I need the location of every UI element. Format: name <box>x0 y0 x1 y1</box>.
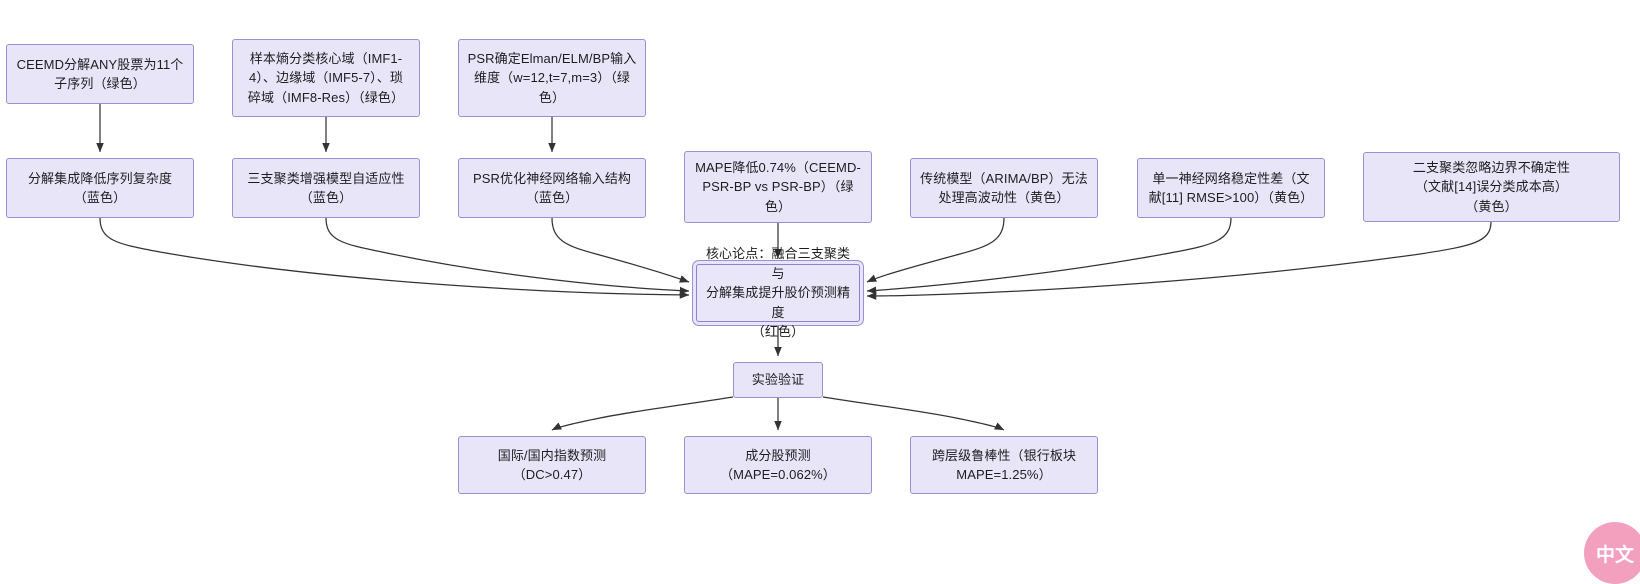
node-label: 传统模型（ARIMA/BP）无法 处理高波动性（黄色） <box>920 170 1088 206</box>
node-experimental-validation[interactable]: 实验验证 <box>733 362 823 398</box>
edge-n5-core <box>325 217 690 295</box>
node-label: 实验验证 <box>751 372 805 388</box>
edge-n10-core <box>866 221 1492 300</box>
node-psr-input-dimension[interactable]: PSR确定Elman/ELM/BP输入 维度（w=12,t=7,m=3）（绿 色… <box>458 39 646 117</box>
node-result-cross-level-robustness[interactable]: 跨层级鲁棒性（银行板块 MAPE=1.25%） <box>910 436 1098 494</box>
edge-exp-r1 <box>551 396 734 431</box>
node-label: 分解集成降低序列复杂度 （蓝色） <box>27 170 173 206</box>
edge-exp-r3 <box>822 396 1005 431</box>
edge-n6-core <box>551 217 690 283</box>
node-label: 样本熵分类核心域（IMF1- 4）、边缘域（IMF5-7）、琐 碎域（IMF8-… <box>247 50 405 105</box>
node-ceemd-decomposition[interactable]: CEEMD分解ANY股票为11个 子序列（绿色） <box>6 44 194 104</box>
edge-n4-core <box>99 217 690 299</box>
node-psr-optimizes-network-input[interactable]: PSR优化神经网络输入结构 （蓝色） <box>458 158 646 218</box>
node-two-way-clustering-boundary[interactable]: 二支聚类忽略边界不确定性 （文献[14]误分类成本高） （黄色） <box>1363 152 1620 222</box>
node-label: 单一神经网络稳定性差（文 献[11] RMSE>100）（黄色） <box>1148 170 1314 206</box>
node-label: 三支聚类增强模型自适应性 （蓝色） <box>247 170 405 206</box>
node-single-network-instability[interactable]: 单一神经网络稳定性差（文 献[11] RMSE>100）（黄色） <box>1137 158 1325 218</box>
node-sample-entropy-classification[interactable]: 样本熵分类核心域（IMF1- 4）、边缘域（IMF5-7）、琐 碎域（IMF8-… <box>232 39 420 117</box>
node-result-index-forecast[interactable]: 国际/国内指数预测 （DC>0.47） <box>458 436 646 494</box>
watermark-text: 中文 <box>1595 544 1634 566</box>
node-core-claim[interactable]: 核心论点：融合三支聚类与 分解集成提升股价预测精度 （红色） <box>696 246 860 339</box>
edge-n8-core <box>866 217 1005 283</box>
node-label: 核心论点：融合三支聚类与 分解集成提升股价预测精度 （红色） <box>705 246 851 340</box>
node-label: CEEMD分解ANY股票为11个 子序列（绿色） <box>16 56 184 92</box>
node-label: 国际/国内指数预测 （DC>0.47） <box>497 447 607 483</box>
node-decomposition-reduces-complexity[interactable]: 分解集成降低序列复杂度 （蓝色） <box>6 158 194 218</box>
watermark-badge: 中文 <box>1584 522 1640 584</box>
node-label: 成分股预测 （MAPE=0.062%） <box>720 447 836 483</box>
node-result-constituent-stock-forecast[interactable]: 成分股预测 （MAPE=0.062%） <box>684 436 872 494</box>
node-label: 二支聚类忽略边界不确定性 （文献[14]误分类成本高） （黄色） <box>1412 159 1571 214</box>
node-traditional-model-limitation[interactable]: 传统模型（ARIMA/BP）无法 处理高波动性（黄色） <box>910 158 1098 218</box>
node-label: PSR确定Elman/ELM/BP输入 维度（w=12,t=7,m=3）（绿 色… <box>467 50 637 105</box>
node-label: MAPE降低0.74%（CEEMD- PSR-BP vs PSR-BP）（绿 色… <box>695 159 861 214</box>
node-three-way-clustering-adaptivity[interactable]: 三支聚类增强模型自适应性 （蓝色） <box>232 158 420 218</box>
node-label: PSR优化神经网络输入结构 （蓝色） <box>472 170 632 206</box>
node-mape-improvement[interactable]: MAPE降低0.74%（CEEMD- PSR-BP vs PSR-BP）（绿 色… <box>684 151 872 223</box>
edge-n9-core <box>866 217 1232 295</box>
node-label: 跨层级鲁棒性（银行板块 MAPE=1.25%） <box>931 447 1077 483</box>
